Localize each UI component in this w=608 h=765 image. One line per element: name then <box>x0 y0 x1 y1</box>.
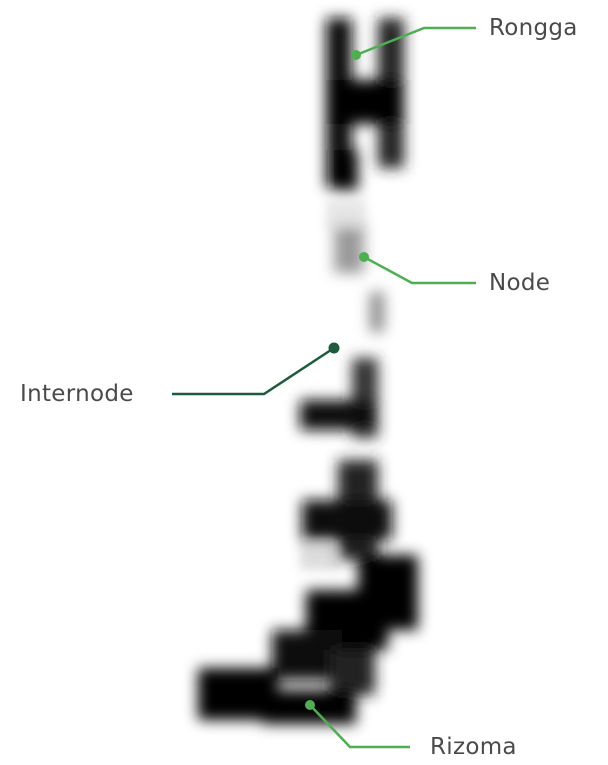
callout-line-node <box>363 255 476 285</box>
callout-line-rongga <box>355 26 476 57</box>
bamboo-shading <box>300 200 366 570</box>
callout-dot-rongga <box>351 50 361 60</box>
callout-line-internode <box>172 346 335 396</box>
callout-line-rizoma <box>309 704 410 749</box>
label-internode: Internode <box>20 381 134 407</box>
callout-node <box>359 252 476 285</box>
callout-rongga <box>351 26 476 60</box>
callout-internode <box>172 342 340 396</box>
label-rongga: Rongga <box>489 15 578 41</box>
callout-dot-node <box>359 252 369 262</box>
callout-dot-internode <box>328 342 340 354</box>
bamboo-silhouette <box>198 18 418 724</box>
callout-rizoma <box>305 700 410 749</box>
label-node: Node <box>489 270 551 296</box>
callout-dot-rizoma <box>305 700 315 710</box>
label-rizoma: Rizoma <box>430 734 517 760</box>
